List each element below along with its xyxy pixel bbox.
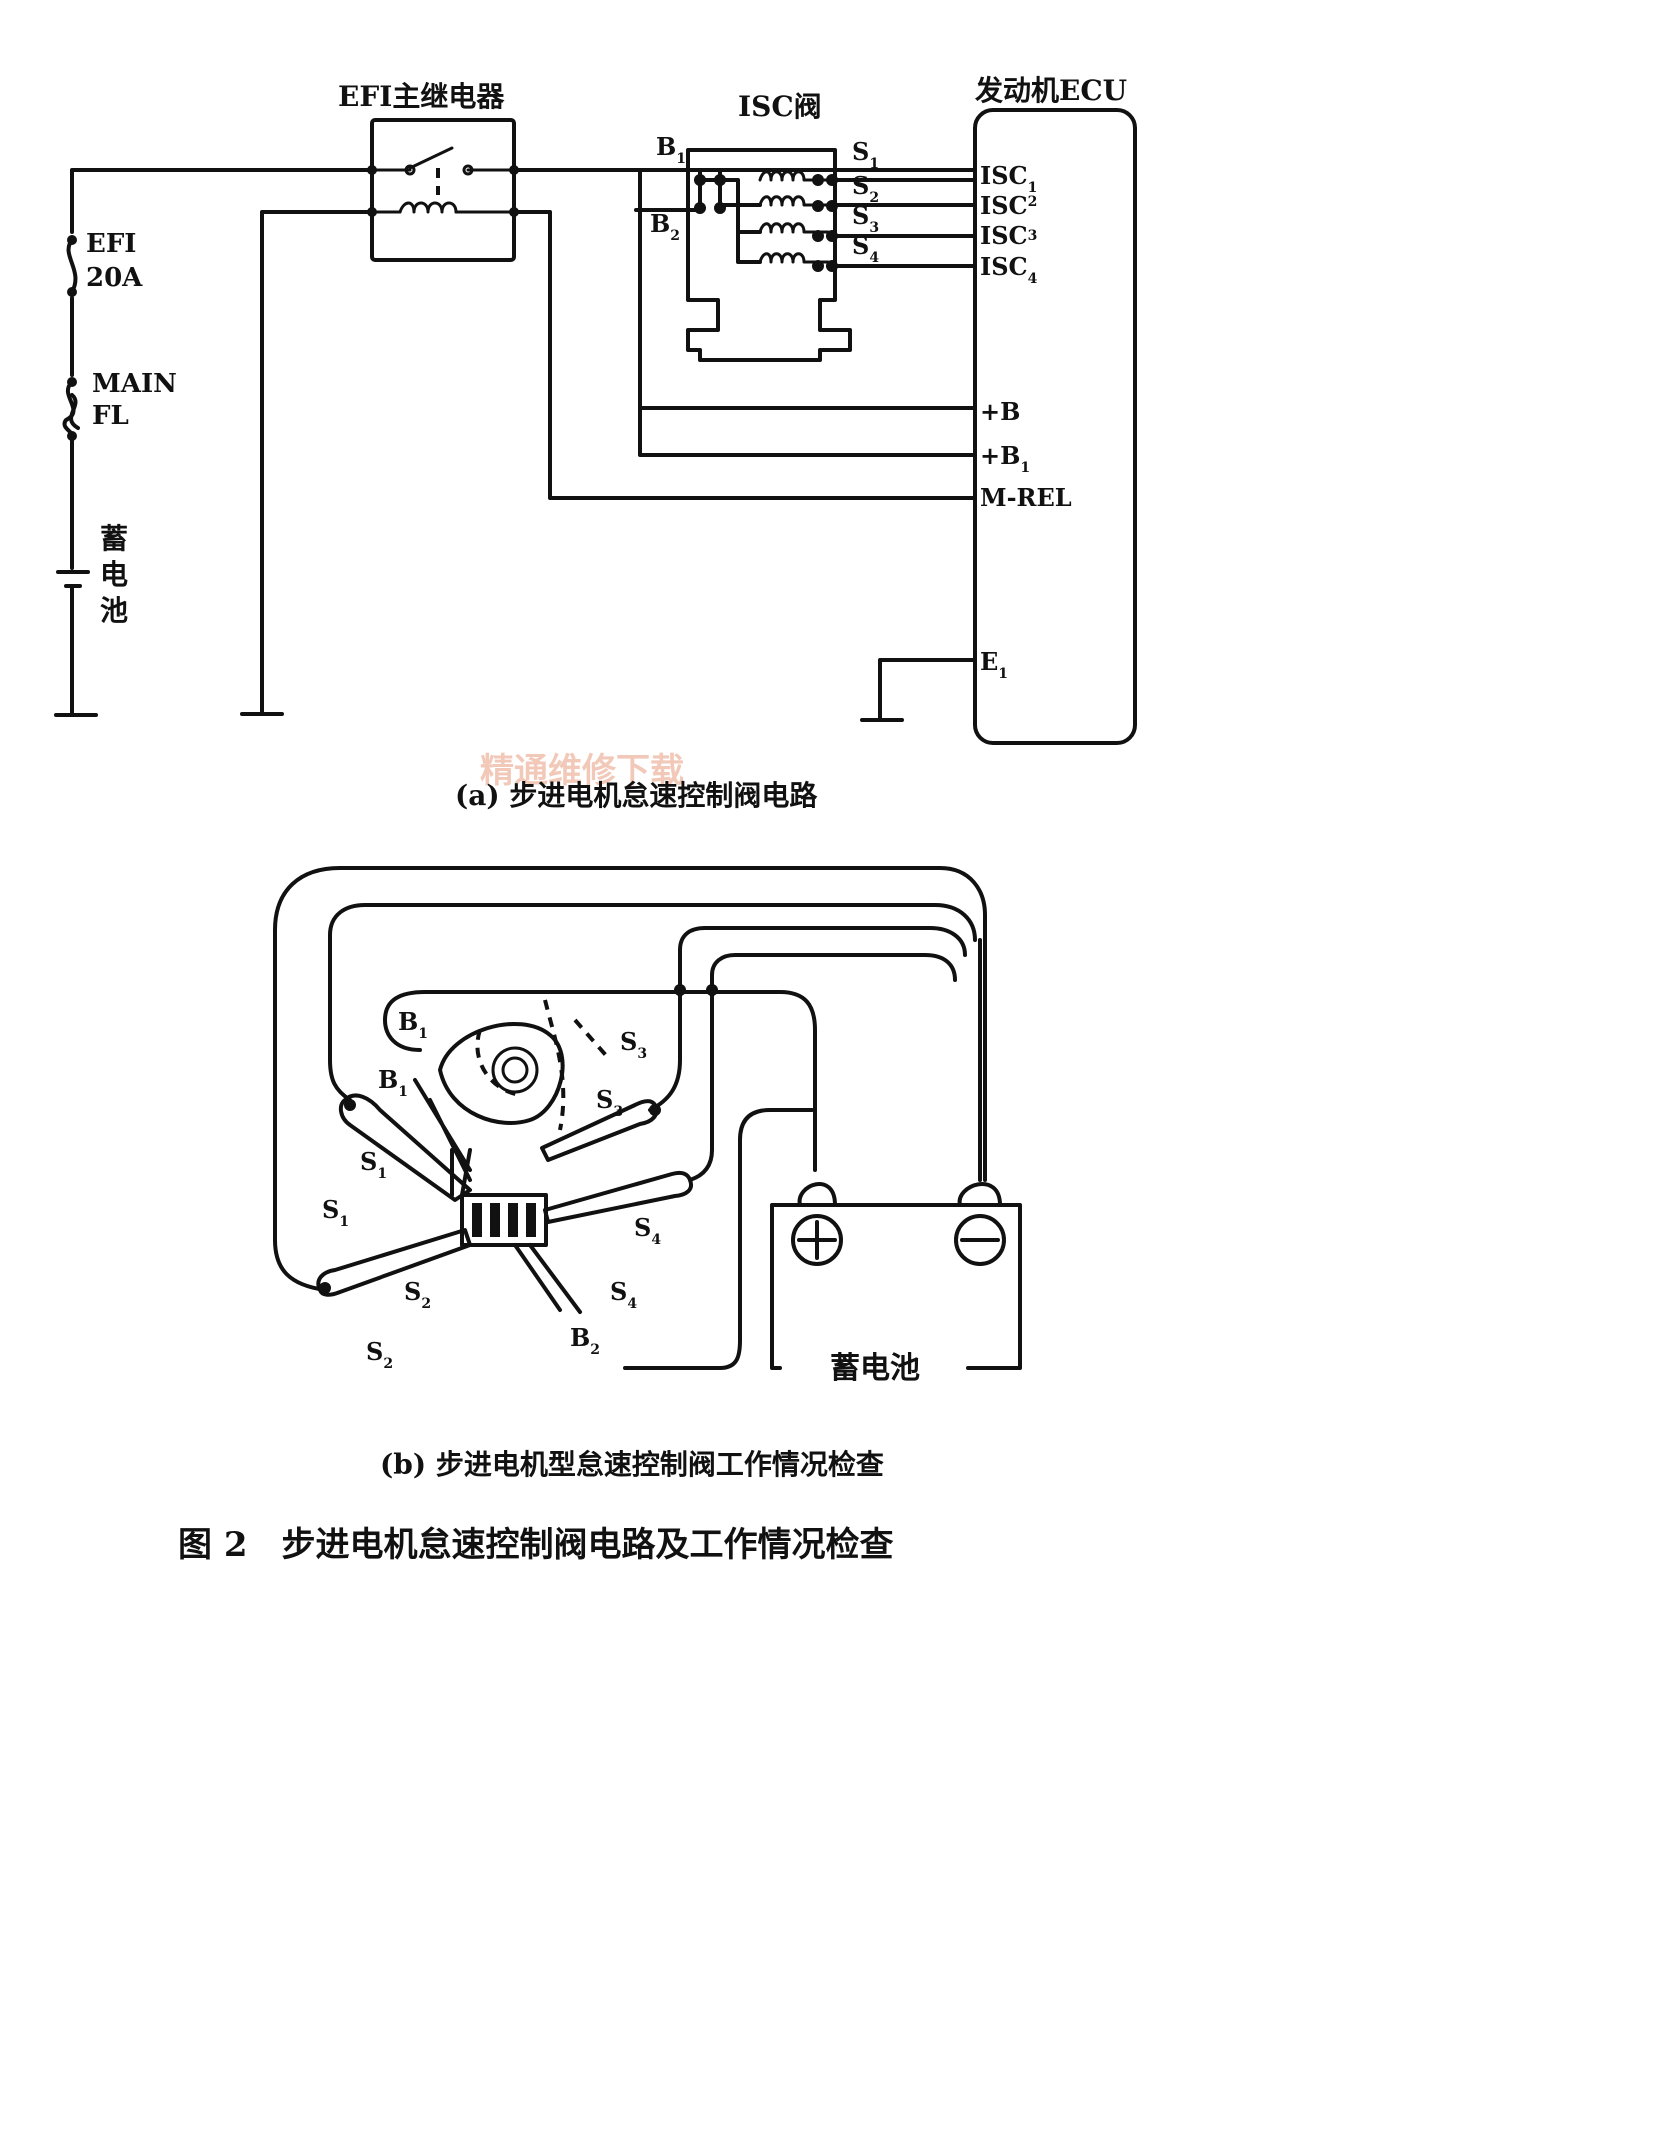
ecu-pin-plus-b1: +B1 bbox=[980, 441, 1030, 476]
battery-label-char-1: 蓄 bbox=[100, 522, 128, 555]
caption-b: (b) 步进电机型怠速控制阀工作情况检查 bbox=[380, 1448, 884, 1481]
harness-loop-s2 bbox=[273, 866, 987, 1292]
lead-s2 bbox=[316, 1228, 472, 1297]
lead-s1 bbox=[338, 1093, 472, 1202]
harness-loop-s1 bbox=[328, 903, 977, 1102]
positive-terminal-icon bbox=[797, 1182, 837, 1207]
negative-terminal-icon bbox=[957, 1182, 1002, 1207]
efi-fuse-rating: 20A bbox=[86, 263, 143, 293]
isc-valve bbox=[634, 148, 977, 362]
terminal-s4-label: S4 bbox=[852, 231, 879, 266]
label-s1-outer: S1 bbox=[322, 1195, 349, 1230]
positive-terminal-circle bbox=[791, 1214, 843, 1266]
isc-valve-label: ISC阀 bbox=[738, 90, 822, 123]
label-s3-lower: S3 bbox=[596, 1085, 623, 1120]
ecu-pin-m-rel: M-REL bbox=[980, 483, 1072, 512]
harness-loop-s4 bbox=[688, 953, 957, 1182]
label-b2: B2 bbox=[570, 1323, 600, 1358]
lead-b2 bbox=[513, 1243, 582, 1314]
label-b1-lower: B1 bbox=[378, 1065, 408, 1100]
terminal-b2-label: B2 bbox=[650, 209, 680, 244]
negative-terminal-circle bbox=[954, 1214, 1006, 1266]
ecu-ground-wire bbox=[878, 658, 977, 720]
main-fuse-label: MAIN bbox=[92, 369, 177, 399]
label-s3-upper: S3 bbox=[620, 1027, 647, 1062]
ecu-pin-plus-b: +B bbox=[980, 397, 1020, 426]
diagram-a: EFI主继电器 ISC阀 发动机ECU EFI 20A MAIN FL 蓄 电 … bbox=[54, 74, 1137, 812]
diagram-b: B1 B1 S3 S3 S1 S1 S4 S4 S2 S2 B2 蓄电池 (b)… bbox=[273, 866, 1022, 1481]
lead-s4 bbox=[543, 1170, 693, 1224]
label-s4-lower: S4 bbox=[610, 1277, 637, 1312]
ecu-pin-isc2: ISC2 bbox=[980, 191, 1037, 220]
engine-ecu-label: 发动机ECU bbox=[974, 74, 1127, 107]
efi-main-relay bbox=[367, 118, 519, 262]
valve-coil-icons bbox=[758, 170, 830, 264]
ecu-pin-isc4: ISC4 bbox=[980, 252, 1038, 287]
m-rel-wire bbox=[512, 210, 977, 500]
terminal-s2-label: S2 bbox=[852, 171, 879, 206]
label-s2-outer: S2 bbox=[366, 1337, 393, 1372]
ecu-pin-e1: E1 bbox=[980, 647, 1008, 682]
label-s2-inner: S2 bbox=[404, 1277, 431, 1312]
b2-lead bbox=[623, 1108, 814, 1370]
harness-loop-b1 bbox=[383, 990, 817, 1172]
engine-ecu-box bbox=[973, 108, 1137, 745]
isc-valve-body bbox=[413, 999, 612, 1182]
relay-coil-wire-left bbox=[260, 210, 374, 715]
efi-main-relay-label: EFI主继电器 bbox=[338, 80, 505, 113]
terminal-s1-label: S1 bbox=[852, 137, 879, 172]
battery-branch-wire bbox=[54, 168, 374, 717]
label-s1-inner: S1 bbox=[360, 1147, 387, 1182]
efi-fuse-symbol bbox=[66, 235, 78, 297]
circuit-diagram: EFI主继电器 ISC阀 发动机ECU EFI 20A MAIN FL 蓄 电 … bbox=[54, 74, 1137, 1565]
terminal-b1-label: B1 bbox=[656, 132, 686, 167]
ecu-pin-isc3: ISC3 bbox=[980, 221, 1037, 250]
label-b1-upper: B1 bbox=[398, 1007, 428, 1042]
main-fuse-sub-label: FL bbox=[92, 401, 129, 431]
battery-symbol bbox=[56, 570, 90, 588]
label-s4-upper: S4 bbox=[634, 1213, 661, 1248]
battery-label-char-2: 电 bbox=[100, 558, 128, 591]
harness-loop-s3 bbox=[648, 926, 967, 1112]
main-fl-fusible-link-symbol bbox=[62, 377, 80, 441]
watermark: 精通维修下载 bbox=[480, 751, 684, 791]
caption-a: (a) 步进电机怠速控制阀电路 bbox=[455, 779, 818, 812]
terminal-s3-label: S3 bbox=[852, 201, 879, 236]
figure-caption: 图 2 步进电机怠速控制阀电路及工作情况检查 bbox=[178, 1525, 894, 1565]
plus-b-wire bbox=[638, 168, 977, 457]
efi-fuse-label: EFI bbox=[86, 229, 136, 259]
relay-coil-icon bbox=[398, 201, 458, 214]
ecu-pin-isc1: ISC1 bbox=[980, 161, 1037, 196]
battery-label-char-3: 池 bbox=[100, 594, 128, 627]
battery-box bbox=[770, 1182, 1022, 1370]
battery-label-b: 蓄电池 bbox=[830, 1351, 920, 1386]
